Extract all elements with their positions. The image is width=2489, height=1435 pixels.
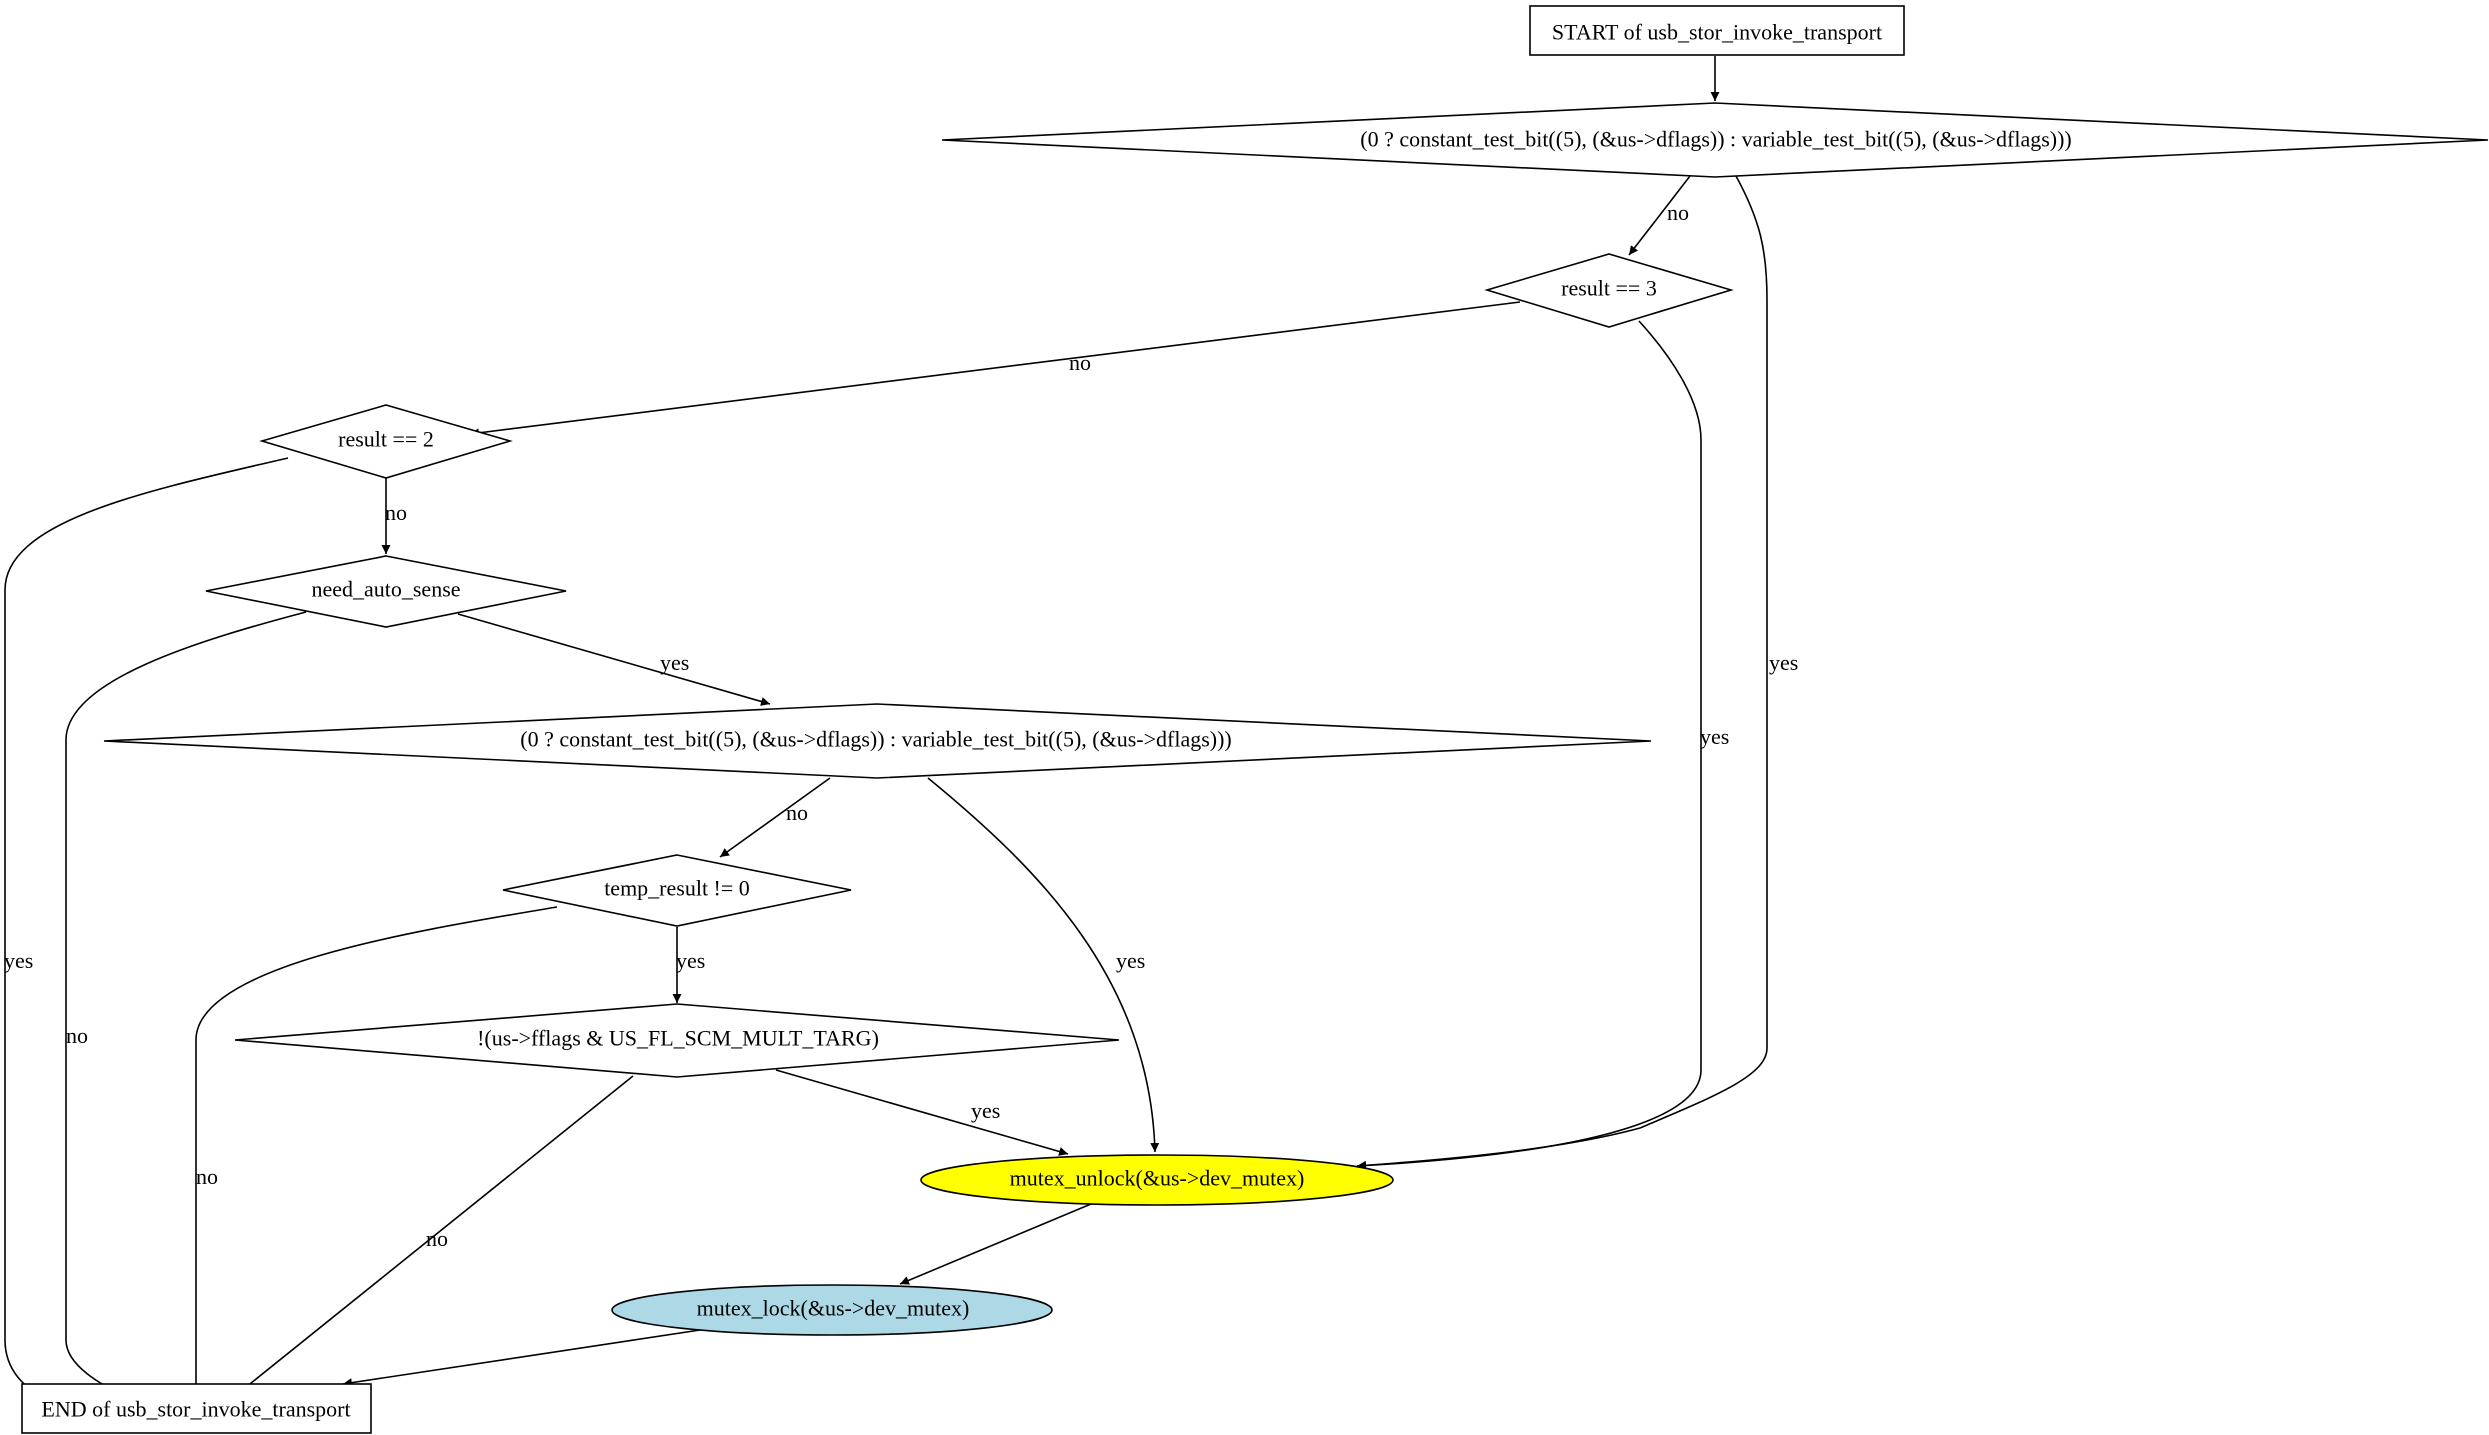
label-temp-yes: yes <box>676 948 705 973</box>
mutex-unlock-label: mutex_unlock(&us->dev_mutex) <box>1010 1166 1305 1191</box>
dflags-check-1-label: (0 ? constant_test_bit((5), (&us->dflags… <box>1360 127 2072 152</box>
result-eq-3-label: result == 3 <box>1561 276 1657 301</box>
start-box <box>1529 5 1905 56</box>
label-autosense-no: no <box>66 1023 88 1048</box>
mutex-unlock-node: mutex_unlock(&us->dev_mutex) <box>920 1154 1394 1206</box>
edge-multitarg-yes <box>775 1069 1069 1156</box>
end-box <box>21 1383 372 1434</box>
start-node: START of usb_stor_invoke_transport <box>1529 5 1905 56</box>
result-eq-2-diamond <box>259 404 513 479</box>
multi-targ-check-node: !(us->fflags & US_FL_SCM_MULT_TARG) <box>234 1003 1120 1078</box>
multi-targ-check-diamond <box>234 1003 1120 1078</box>
multi-targ-check-label: !(us->fflags & US_FL_SCM_MULT_TARG) <box>477 1026 879 1051</box>
label-result2-no: no <box>385 500 407 525</box>
edges <box>4 56 1768 1401</box>
edge-result3-no <box>469 301 1521 438</box>
result-eq-3-diamond <box>1484 253 1734 328</box>
edge-dflags1-no <box>1628 175 1691 256</box>
edge-temp-no <box>191 906 558 1400</box>
temp-result-ne-0-label: temp_result != 0 <box>604 876 750 901</box>
label-dflags2-yes: yes <box>1116 948 1145 973</box>
temp-result-ne-0-diamond <box>502 854 852 927</box>
label-result3-no: no <box>1069 350 1091 375</box>
temp-result-ne-0-node: temp_result != 0 <box>502 854 852 927</box>
nodes: START of usb_stor_invoke_transport (0 ? … <box>21 5 2489 1434</box>
label-dflags2-no: no <box>786 800 808 825</box>
result-eq-2-label: result == 2 <box>338 427 434 452</box>
dflags-check-2-diamond <box>103 703 1652 779</box>
dflags-check-2-node: (0 ? constant_test_bit((5), (&us->dflags… <box>103 703 1652 779</box>
label-result2-yes: yes <box>4 948 33 973</box>
label-multitarg-no: no <box>426 1226 448 1251</box>
start-label: START of usb_stor_invoke_transport <box>1552 20 1882 45</box>
edge-multitarg-no <box>229 1075 634 1401</box>
result-eq-3-node: result == 3 <box>1484 253 1734 328</box>
edge-labels: no yes no yes no yes yes no no yes yes n… <box>4 200 1798 1251</box>
mutex-unlock-ellipse <box>920 1154 1394 1206</box>
edge-autosense-yes <box>457 613 771 706</box>
edge-lock-to-end <box>342 1329 701 1388</box>
label-autosense-yes: yes <box>660 650 689 675</box>
edge-autosense-no <box>65 611 307 1401</box>
mutex-lock-ellipse <box>611 1284 1053 1336</box>
end-label: END of usb_stor_invoke_transport <box>41 1397 350 1422</box>
need-auto-sense-diamond <box>205 555 567 628</box>
result-eq-2-node: result == 2 <box>259 404 513 479</box>
mutex-lock-label: mutex_lock(&us->dev_mutex) <box>697 1296 970 1321</box>
need-auto-sense-label: need_auto_sense <box>311 577 460 602</box>
edge-unlock-to-lock <box>899 1203 1092 1285</box>
mutex-lock-node: mutex_lock(&us->dev_mutex) <box>611 1284 1053 1336</box>
label-dflags1-yes: yes <box>1769 650 1798 675</box>
end-node: END of usb_stor_invoke_transport <box>21 1383 372 1434</box>
label-dflags1-no: no <box>1667 200 1689 225</box>
dflags-check-1-node: (0 ? constant_test_bit((5), (&us->dflags… <box>941 102 2489 178</box>
edge-dflags2-yes <box>927 777 1160 1153</box>
label-temp-no: no <box>196 1164 218 1189</box>
edge-dflags2-no <box>719 777 831 858</box>
edge-dflags1-yes <box>1356 175 1768 1170</box>
edge-result2-yes <box>4 457 289 1401</box>
label-result3-yes: yes <box>1700 724 1729 749</box>
dflags-check-2-label: (0 ? constant_test_bit((5), (&us->dflags… <box>520 727 1232 752</box>
need-auto-sense-node: need_auto_sense <box>205 555 567 628</box>
edge-result3-yes <box>1356 320 1702 1171</box>
label-multitarg-yes: yes <box>971 1098 1000 1123</box>
dflags-check-1-diamond <box>941 102 2489 178</box>
